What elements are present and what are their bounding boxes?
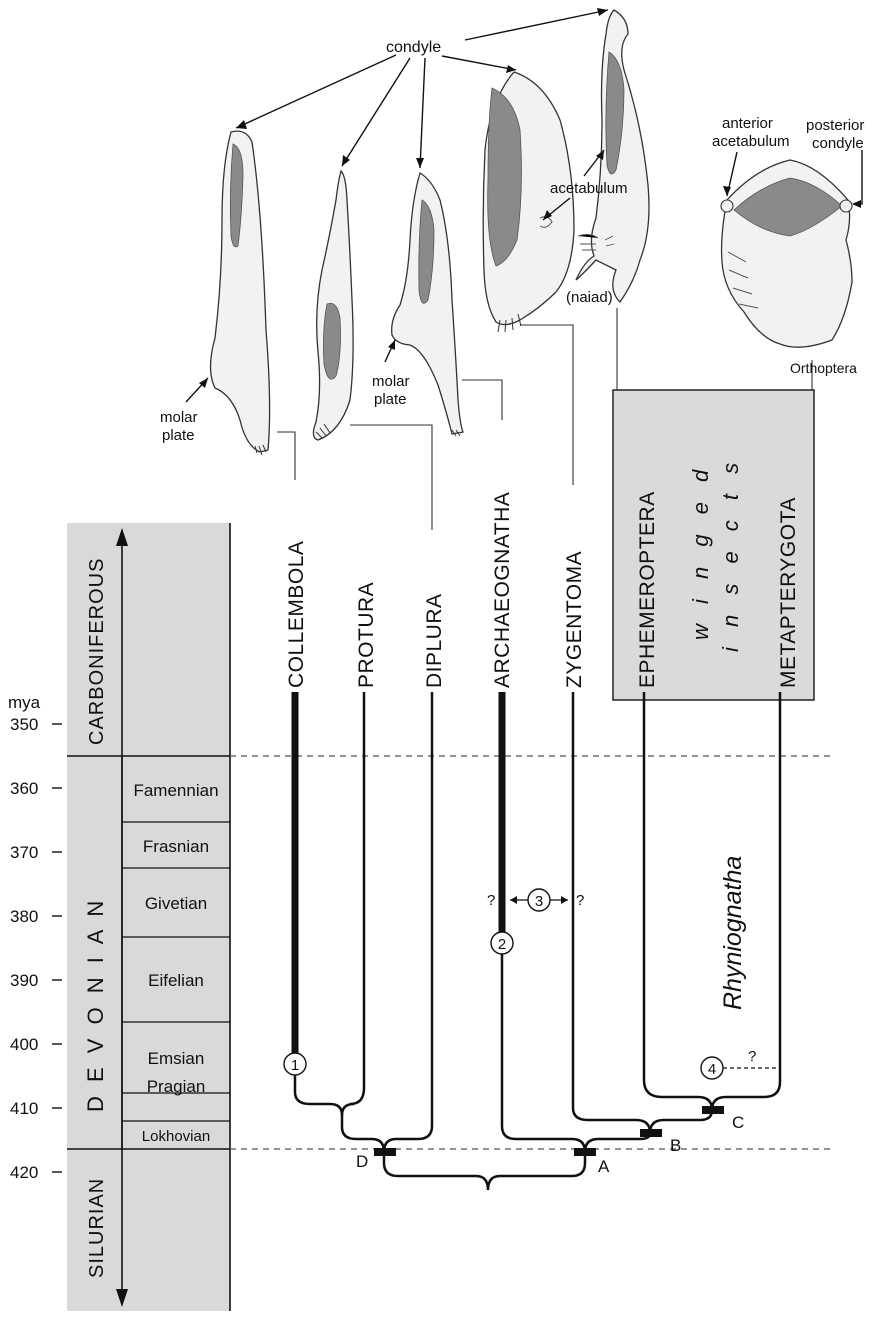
taxon-ephemeroptera: EPHEMEROPTERA [636, 491, 659, 688]
time-scale: Famennian Frasnian Givetian Eifelian Ems… [8, 523, 230, 1311]
tick-370: 370 [10, 843, 62, 862]
svg-text:1: 1 [291, 1057, 299, 1074]
branch-zygentoma [573, 692, 650, 1133]
annotation-anterior-acetabulum-line2: acetabulum [712, 133, 790, 150]
mandible-collembola-illustration [211, 131, 270, 455]
period-label-silurian: SILURIAN [86, 1178, 108, 1278]
rhyniognatha-label: Rhyniognatha [719, 856, 747, 1010]
tick-360: 360 [10, 779, 62, 798]
node-bar-c [702, 1106, 724, 1114]
phylogenetic-tree: D A B C [295, 692, 780, 1190]
node-bar-a [574, 1148, 596, 1156]
event-4-question: ? [748, 1048, 756, 1065]
axis-unit-mya: mya [8, 693, 41, 712]
taxon-zygentoma: ZYGENTOMA [563, 551, 586, 688]
mandible-orthoptera-illustration [721, 160, 852, 347]
winged-insects-label-line2: i n s e c t s [718, 456, 743, 652]
taxon-archaeognatha: ARCHAEOGNATHA [491, 492, 514, 688]
node-label-a: A [598, 1157, 610, 1176]
svg-text:4: 4 [708, 1061, 716, 1078]
event-marker-4: 4 ? [701, 1048, 780, 1079]
node-label-d: D [356, 1152, 368, 1171]
svg-text:390: 390 [10, 971, 38, 990]
node-bar-b [640, 1129, 662, 1137]
branch-collembola [295, 1068, 342, 1115]
branch-protura-collembola [342, 1115, 384, 1152]
branch-root [384, 1152, 585, 1190]
taxon-metapterygota: METAPTERYGOTA [777, 497, 800, 688]
node-label-b: B [670, 1136, 681, 1155]
annotation-acetabulum: acetabulum [550, 180, 628, 197]
event-3-question-right: ? [576, 892, 584, 909]
tick-400: 400 [10, 1035, 62, 1054]
svg-text:3: 3 [535, 893, 543, 910]
mandible-ephemeroptera-illustration [576, 10, 649, 302]
stage-label-lokhovian: Lokhovian [142, 1128, 210, 1145]
event-marker-1: 1 [284, 1053, 306, 1075]
tick-380: 380 [10, 907, 62, 926]
stage-label-famennian: Famennian [133, 781, 218, 800]
annotation-molar-plate-2-line2: plate [374, 391, 407, 408]
event-marker-2: 2 [491, 932, 513, 954]
node-bar-d [374, 1148, 396, 1156]
svg-text:380: 380 [10, 907, 38, 926]
tick-420: 420 [10, 1163, 62, 1182]
taxon-diplura: DIPLURA [423, 593, 446, 688]
mandible-illustrations [211, 10, 853, 455]
annotation-molar-plate-1-line1: molar [160, 409, 198, 426]
period-label-devonian: D E V O N I A N [83, 897, 108, 1112]
svg-text:420: 420 [10, 1163, 38, 1182]
node-label-c: C [732, 1113, 744, 1132]
annotation-posterior-condyle-line2: condyle [812, 135, 864, 152]
stage-label-pragian: Pragian [147, 1077, 206, 1096]
branch-diplura [384, 692, 432, 1152]
svg-text:360: 360 [10, 779, 38, 798]
annotation-molar-plate-2-line1: molar [372, 373, 410, 390]
stage-label-givetian: Givetian [145, 894, 207, 913]
tick-350: 350 [10, 715, 62, 734]
svg-text:410: 410 [10, 1099, 38, 1118]
period-label-carboniferous: CARBONIFEROUS [86, 558, 108, 745]
stage-column-shade [122, 523, 230, 1311]
annotation-naiad: (naiad) [566, 289, 613, 306]
event-3-question-left: ? [487, 892, 495, 909]
stage-label-emsian: Emsian [148, 1049, 205, 1068]
annotation-molar-plate-1-line2: plate [162, 427, 195, 444]
annotation-anterior-acetabulum-line1: anterior [722, 115, 773, 132]
tick-410: 410 [10, 1099, 62, 1118]
annotation-orthoptera: Orthoptera [790, 360, 857, 376]
svg-text:350: 350 [10, 715, 38, 734]
taxon-collembola: COLLEMBOLA [285, 541, 308, 688]
stage-label-eifelian: Eifelian [148, 971, 204, 990]
mandible-protura-illustration [313, 171, 353, 440]
stage-label-frasnian: Frasnian [143, 837, 209, 856]
annotation-posterior-condyle-line1: posterior [806, 117, 864, 134]
taxon-protura: PROTURA [355, 582, 378, 688]
mandible-archaeognatha-illustration [483, 72, 574, 332]
tick-390: 390 [10, 971, 62, 990]
branch-ephemeroptera [644, 692, 712, 1110]
annotation-condyle: condyle [386, 39, 441, 56]
winged-insects-label-line1: w i n g e d [688, 463, 713, 640]
svg-text:370: 370 [10, 843, 38, 862]
svg-text:2: 2 [498, 936, 506, 953]
svg-text:400: 400 [10, 1035, 38, 1054]
